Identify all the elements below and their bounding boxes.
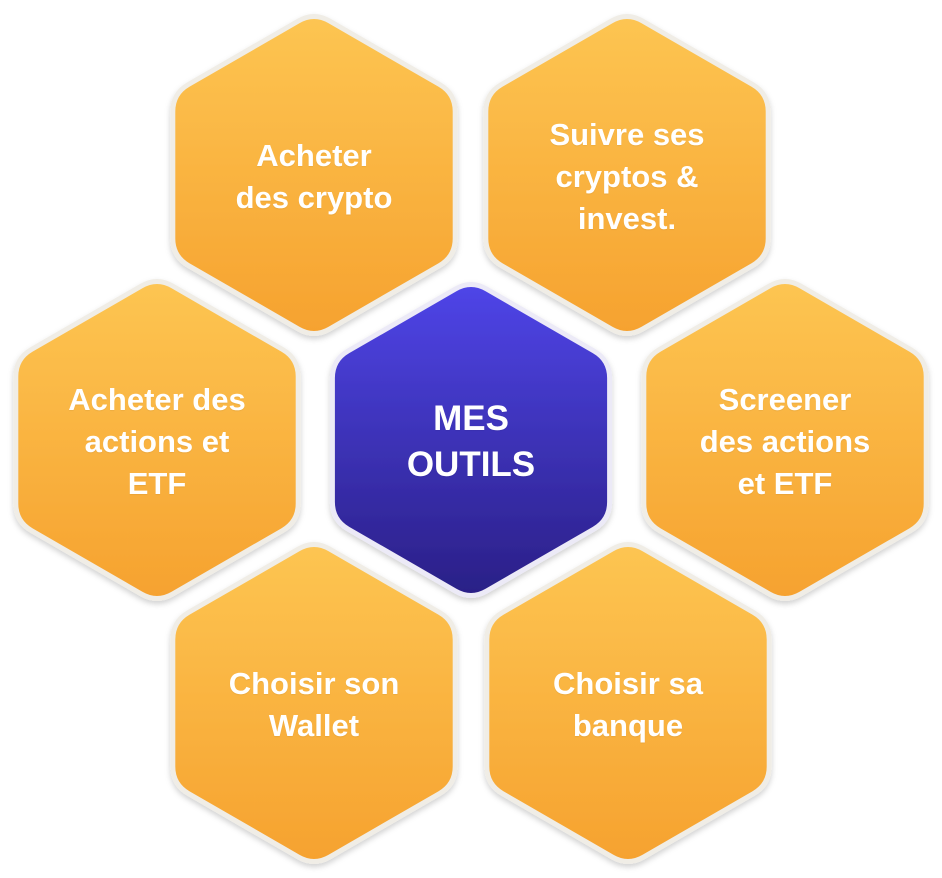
tool-hexagon-suivre-cryptos[interactable] xyxy=(483,14,771,336)
tool-hexagon-acheter-actions[interactable] xyxy=(13,279,301,601)
tool-hexagon-screener-actions[interactable] xyxy=(641,279,929,601)
tool-hexagon-acheter-crypto[interactable] xyxy=(170,14,458,336)
tool-hexagon-choisir-wallet[interactable] xyxy=(170,542,458,864)
center-hexagon[interactable] xyxy=(329,282,613,598)
tool-hexagon-choisir-banque[interactable] xyxy=(484,542,772,864)
